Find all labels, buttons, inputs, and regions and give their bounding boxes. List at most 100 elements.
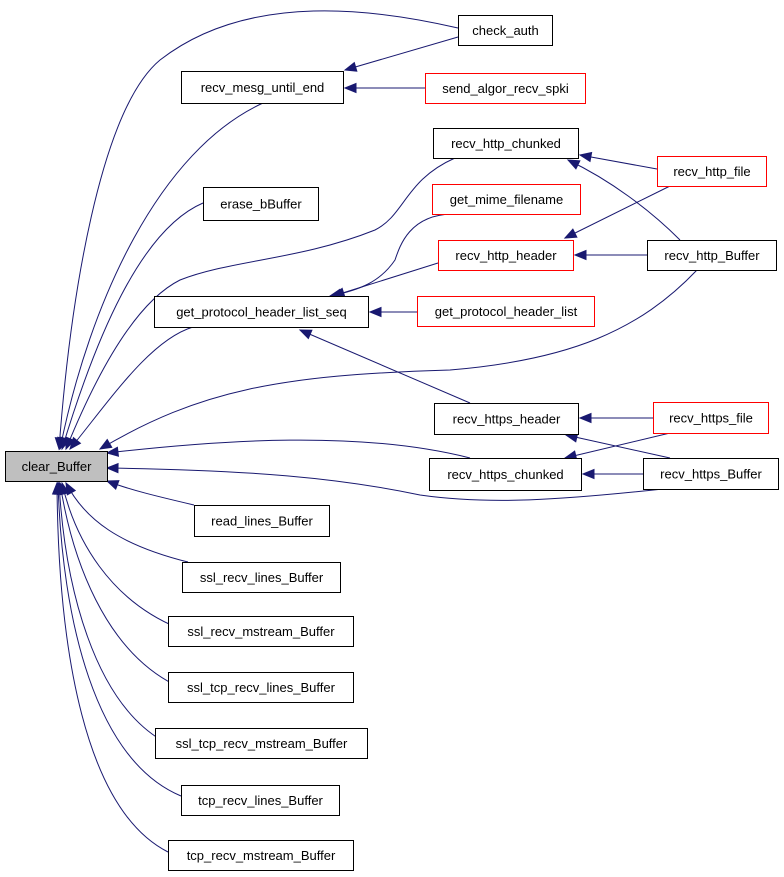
arrowhead-recv_https_header-to-get_protocol_header_list_seq xyxy=(298,329,313,340)
arrowhead-recv_https_file-to-recv_https_header xyxy=(578,412,592,424)
node-box xyxy=(432,184,581,215)
node-ssl_tcp_recv_lines_Buffer[interactable]: ssl_tcp_recv_lines_Buffer xyxy=(168,672,354,703)
node-ssl_tcp_recv_mstream_Buffer[interactable]: ssl_tcp_recv_mstream_Buffer xyxy=(155,728,368,759)
edge-recv_http_Buffer-to-clear_Buffer xyxy=(99,269,698,450)
edge-recv_http_file-to-recv_http_chunked xyxy=(579,154,658,170)
node-recv_https_chunked[interactable]: recv_https_chunked xyxy=(429,458,582,491)
node-label: recv_http_Buffer xyxy=(664,248,760,263)
node-label: recv_http_header xyxy=(455,248,557,263)
node-check_auth[interactable]: check_auth xyxy=(458,15,553,46)
node-label: tcp_recv_mstream_Buffer xyxy=(187,848,336,863)
edge-recv_http_chunked-to-clear_Buffer xyxy=(65,157,456,450)
arrowhead-recv_https_Buffer-to-recv_https_chunked xyxy=(581,468,595,480)
edge-check_auth-to-clear_Buffer xyxy=(58,10,459,450)
edge-recv_http_Buffer-to-recv_http_chunked xyxy=(567,159,681,241)
arrowhead-get_protocol_header_list_seq-to-clear_Buffer xyxy=(69,436,82,451)
node-label: recv_https_Buffer xyxy=(660,467,762,482)
edge-get_mime_filename-to-get_protocol_header_list_seq xyxy=(329,213,453,297)
node-label: ssl_recv_mstream_Buffer xyxy=(187,624,335,639)
edge-recv_https_Buffer-to-recv_https_header xyxy=(565,434,671,459)
node-label: recv_http_chunked xyxy=(451,136,561,151)
node-box xyxy=(181,71,344,104)
node-ssl_recv_mstream_Buffer[interactable]: ssl_recv_mstream_Buffer xyxy=(168,616,354,647)
node-box xyxy=(429,458,582,491)
edge-get_protocol_header_list_seq-to-clear_Buffer xyxy=(69,326,194,450)
edge-read_lines_Buffer-to-clear_Buffer xyxy=(106,480,195,506)
node-recv_https_Buffer[interactable]: recv_https_Buffer xyxy=(643,458,779,490)
edge-ssl_recv_mstream_Buffer-to-clear_Buffer xyxy=(61,482,179,629)
edge-tcp_recv_mstream_Buffer-to-clear_Buffer xyxy=(56,482,169,853)
edge-recv_https_Buffer-to-clear_Buffer xyxy=(106,467,664,501)
nodes-layer: clear_Buffer check_auth recv_mesg_until_en… xyxy=(5,15,779,871)
edge-ssl_tcp_recv_mstream_Buffer-to-clear_Buffer xyxy=(58,482,162,741)
node-label: clear_Buffer xyxy=(22,459,93,474)
node-box xyxy=(155,728,368,759)
node-label: check_auth xyxy=(472,23,539,38)
node-clear_Buffer[interactable]: clear_Buffer xyxy=(5,451,108,482)
edge-ssl_tcp_recv_lines_Buffer-to-clear_Buffer xyxy=(59,482,176,686)
node-box xyxy=(154,296,369,328)
node-label: send_algor_recv_spki xyxy=(442,81,569,96)
node-recv_https_header[interactable]: recv_https_header xyxy=(434,403,579,435)
edge-check_auth-to-recv_mesg_until_end xyxy=(344,36,459,71)
arrowhead-check_auth-to-recv_mesg_until_end xyxy=(343,61,358,72)
node-box xyxy=(168,616,354,647)
node-box xyxy=(653,402,769,434)
node-label: ssl_recv_lines_Buffer xyxy=(200,570,324,585)
node-label: recv_mesg_until_end xyxy=(201,80,325,95)
node-label: tcp_recv_lines_Buffer xyxy=(198,793,323,808)
edge-tcp_recv_lines_Buffer-to-clear_Buffer xyxy=(57,482,182,797)
node-label: ssl_tcp_recv_lines_Buffer xyxy=(187,680,336,695)
node-label: recv_https_header xyxy=(453,412,561,427)
node-box xyxy=(657,156,767,187)
node-erase_bBuffer[interactable]: erase_bBuffer xyxy=(203,187,319,221)
edge-recv_https_header-to-get_protocol_header_list_seq xyxy=(299,329,471,404)
arrowhead-recv_http_Buffer-to-recv_http_header xyxy=(573,249,587,261)
node-recv_http_Buffer[interactable]: recv_http_Buffer xyxy=(647,240,777,271)
node-box xyxy=(438,240,574,271)
node-recv_http_file[interactable]: recv_http_file xyxy=(657,156,767,187)
arrowhead-recv_http_Buffer-to-recv_http_chunked xyxy=(566,159,581,170)
node-box xyxy=(203,187,319,221)
arrowhead-tcp_recv_mstream_Buffer-to-clear_Buffer xyxy=(51,481,63,495)
arrowhead-recv_http_file-to-recv_http_header xyxy=(563,228,578,239)
arrowhead-recv_https_Buffer-to-clear_Buffer xyxy=(105,462,119,474)
node-tcp_recv_mstream_Buffer[interactable]: tcp_recv_mstream_Buffer xyxy=(168,840,354,871)
node-recv_http_header[interactable]: recv_http_header xyxy=(438,240,574,271)
node-label: recv_http_file xyxy=(673,164,750,179)
node-recv_http_chunked[interactable]: recv_http_chunked xyxy=(433,128,579,159)
node-get_mime_filename[interactable]: get_mime_filename xyxy=(432,184,581,215)
node-box xyxy=(194,505,330,537)
node-get_protocol_header_list[interactable]: get_protocol_header_list xyxy=(417,296,595,327)
node-label: read_lines_Buffer xyxy=(211,514,313,529)
node-box xyxy=(458,15,553,46)
node-box xyxy=(417,296,595,327)
arrowhead-send_algor_recv_spki-to-recv_mesg_until_end xyxy=(343,82,357,94)
arrowhead-read_lines_Buffer-to-clear_Buffer xyxy=(105,480,120,490)
edges-layer xyxy=(51,10,698,853)
node-recv_mesg_until_end[interactable]: recv_mesg_until_end xyxy=(181,71,344,104)
edge-ssl_recv_lines_Buffer-to-clear_Buffer xyxy=(65,482,189,563)
node-label: recv_https_chunked xyxy=(447,467,563,482)
arrowhead-recv_http_Buffer-to-clear_Buffer xyxy=(98,438,113,450)
arrowhead-recv_https_chunked-to-clear_Buffer xyxy=(105,446,120,457)
node-label: get_protocol_header_list_seq xyxy=(176,305,347,320)
node-label: get_mime_filename xyxy=(450,192,563,207)
node-box xyxy=(647,240,777,271)
node-read_lines_Buffer[interactable]: read_lines_Buffer xyxy=(194,505,330,537)
arrowhead-recv_http_file-to-recv_http_chunked xyxy=(578,151,593,163)
node-box xyxy=(643,458,779,490)
node-box xyxy=(434,403,579,435)
node-get_protocol_header_list_seq[interactable]: get_protocol_header_list_seq xyxy=(154,296,369,328)
edge-erase_bBuffer-to-clear_Buffer xyxy=(61,202,204,450)
node-box xyxy=(5,451,108,482)
node-ssl_recv_lines_Buffer[interactable]: ssl_recv_lines_Buffer xyxy=(182,562,341,593)
node-send_algor_recv_spki[interactable]: send_algor_recv_spki xyxy=(425,73,586,104)
node-label: recv_https_file xyxy=(669,411,753,426)
arrowhead-get_protocol_header_list-to-get_protocol_header_list_seq xyxy=(368,306,382,318)
node-label: get_protocol_header_list xyxy=(435,304,578,319)
edge-recv_https_chunked-to-clear_Buffer xyxy=(106,439,471,459)
node-tcp_recv_lines_Buffer[interactable]: tcp_recv_lines_Buffer xyxy=(181,785,340,816)
node-recv_https_file[interactable]: recv_https_file xyxy=(653,402,769,434)
